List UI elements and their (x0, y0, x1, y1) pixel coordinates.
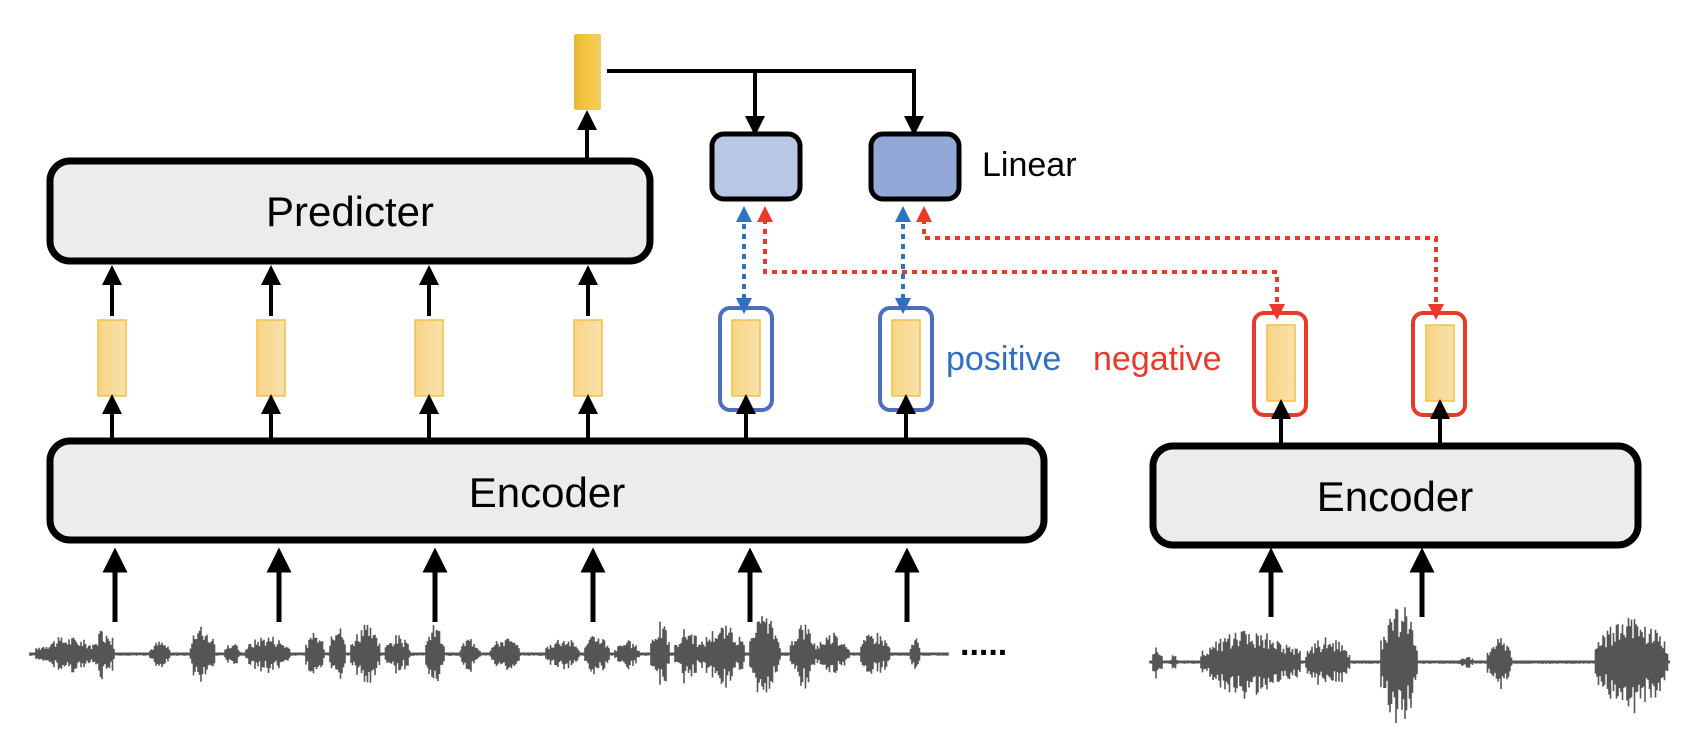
encoder-right-label: Encoder (1317, 473, 1473, 520)
encoder-right-block (1149, 442, 1642, 549)
linear-label: Linear (982, 146, 1077, 184)
right-input-arrows (1258, 547, 1435, 617)
feature-vector (414, 265, 444, 441)
linear-block-2 (868, 131, 962, 202)
feature-vector (573, 265, 603, 441)
negative-links (757, 206, 1444, 320)
positive-feature-vector (878, 306, 934, 441)
feature-vector (256, 265, 286, 441)
predicter-label: Predicter (266, 188, 434, 235)
left-input-arrows (102, 547, 920, 622)
predicter-features (97, 265, 603, 441)
waveform-trace (1149, 607, 1670, 723)
linear-block-1 (709, 131, 803, 202)
waveform-right (1149, 607, 1670, 723)
positive-label: positive (946, 340, 1061, 378)
positive-features (718, 306, 934, 441)
positive-feature-vector (718, 306, 774, 441)
encoder-left-label: Encoder (469, 469, 625, 516)
negative-feature-vector (1252, 311, 1308, 446)
context-vector (574, 34, 601, 110)
positive-links (736, 206, 911, 314)
negative-feature-vector (1411, 311, 1467, 446)
feature-vector (97, 265, 127, 441)
ellipsis-label: ..... (960, 625, 1007, 663)
negative-features (1252, 311, 1467, 446)
encoder-left-block (46, 437, 1048, 544)
waveform-left (29, 616, 949, 693)
negative-label: negative (1093, 340, 1222, 378)
context-to-linear-connector (607, 69, 924, 136)
predicter-block (46, 157, 654, 265)
